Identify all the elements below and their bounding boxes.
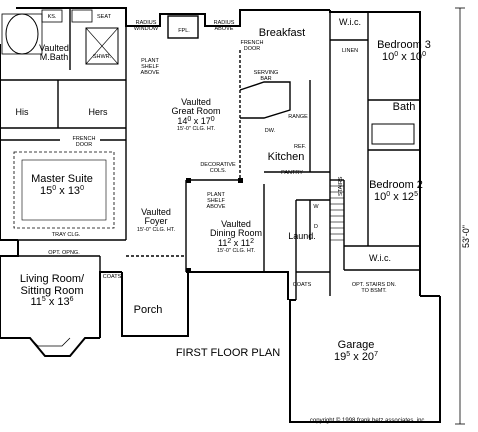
range-note: RANGE [288, 114, 308, 120]
laundry-label: Laund. [288, 231, 316, 241]
tray-ceiling-note: TRAY CLG. [51, 232, 81, 238]
french-door-top-note: FRENCH DOOR [240, 40, 264, 53]
fireplace-shape [167, 15, 199, 39]
foyer-label: Vaulted Foyer 15'-0" CLG. HT. [136, 207, 176, 233]
linen-note: LINEN [341, 48, 359, 54]
master-suite-dimensions: 150 x 130 [40, 184, 84, 197]
walkin-closet-label: W.i.c. [369, 253, 391, 263]
master-suite-label: Master Suite 150 x 130 [31, 173, 93, 197]
kitchen-label: Kitchen [267, 151, 305, 163]
serving-bar-note: SERVING BAR [253, 70, 279, 83]
plant-shelf-note-1: PLANT SHELF ABOVE [140, 58, 160, 77]
tub-shape [5, 13, 39, 55]
living-room-dimensions: 115 x 136 [30, 296, 74, 309]
walkin-closet-top-label: W.i.c. [339, 17, 361, 27]
dining-room-dimensions: 112 x 112 [217, 237, 255, 248]
pantry-note: PANTRY [281, 170, 303, 176]
dining-room-label: Vaulted Dining Room 112 x 112 15'-0" CLG… [209, 219, 263, 255]
ks-note: KS. [47, 14, 57, 20]
plant-shelf-note-2: PLANT SHELF ABOVE [206, 192, 226, 211]
bedroom2-dimensions: 100 x 125 [374, 190, 418, 203]
shower-x-2 [85, 27, 119, 65]
garage-dimensions: 195 x 207 [334, 350, 378, 363]
living-room-label: Living Room/ Sitting Room 115 x 136 [19, 273, 85, 309]
hers-closet-label: Hers [88, 107, 108, 117]
dishwasher-note: DW. [264, 128, 276, 134]
garage-label: Garage 195 x 207 [334, 339, 378, 363]
shower-shape [85, 27, 119, 65]
column-1 [186, 178, 191, 183]
great-room-label: Vaulted Great Room 140 x 170 15'-0" CLG.… [171, 97, 221, 133]
bedroom3-label: Bedroom 3 100 x 100 [377, 39, 431, 63]
vanity-right [71, 9, 93, 23]
plan-title: FIRST FLOOR PLAN [175, 347, 281, 359]
great-room-dimensions: 140 x 170 [177, 115, 215, 126]
overall-depth-dimension: 53'-0" [461, 225, 471, 248]
bath-label: Bath [392, 101, 416, 113]
bay-window [29, 337, 71, 347]
interior-walls [0, 8, 420, 300]
depth-dimension-line [455, 7, 465, 425]
coats-note-1: COATS [102, 274, 122, 280]
copyright-text: copyright © 1998 frank betz associates, … [309, 418, 427, 424]
porch-label: Porch [133, 304, 163, 316]
refrigerator-note: REF. [294, 144, 306, 150]
bedroom2-label: Bedroom 2 100 x 125 [369, 179, 423, 203]
washer-note: W [313, 204, 319, 210]
fireplace-note: FPL. [178, 28, 190, 34]
optional-opening-note: OPT. OPNG. [48, 250, 80, 256]
bath-tub-shape [371, 123, 415, 145]
dryer-note: D [314, 224, 318, 230]
vanity-left [41, 9, 63, 23]
his-closet-label: His [15, 107, 29, 117]
radius-above-note: RADIUS ABOVE [213, 20, 235, 33]
seat-note: SEAT [97, 14, 111, 20]
coats-note-2: COATS [292, 282, 312, 288]
breakfast-label: Breakfast [258, 27, 306, 39]
shower-note: SHWR. [92, 54, 112, 60]
stairs-note: STAIRS [338, 176, 344, 196]
french-door-master-note: FRENCH DOOR [72, 136, 96, 149]
tub-deck [1, 13, 43, 55]
bedroom3-dimensions: 100 x 100 [382, 50, 426, 63]
stair-treads [330, 185, 344, 241]
decorative-columns-note: DECORATIVE COLS. [200, 162, 236, 175]
optional-stairs-note: OPT. STAIRS DN. TO BSMT. [351, 282, 397, 295]
column-2 [186, 268, 191, 273]
radius-window-note: RADIUS WINDOW [133, 20, 159, 33]
column-3 [238, 178, 243, 183]
